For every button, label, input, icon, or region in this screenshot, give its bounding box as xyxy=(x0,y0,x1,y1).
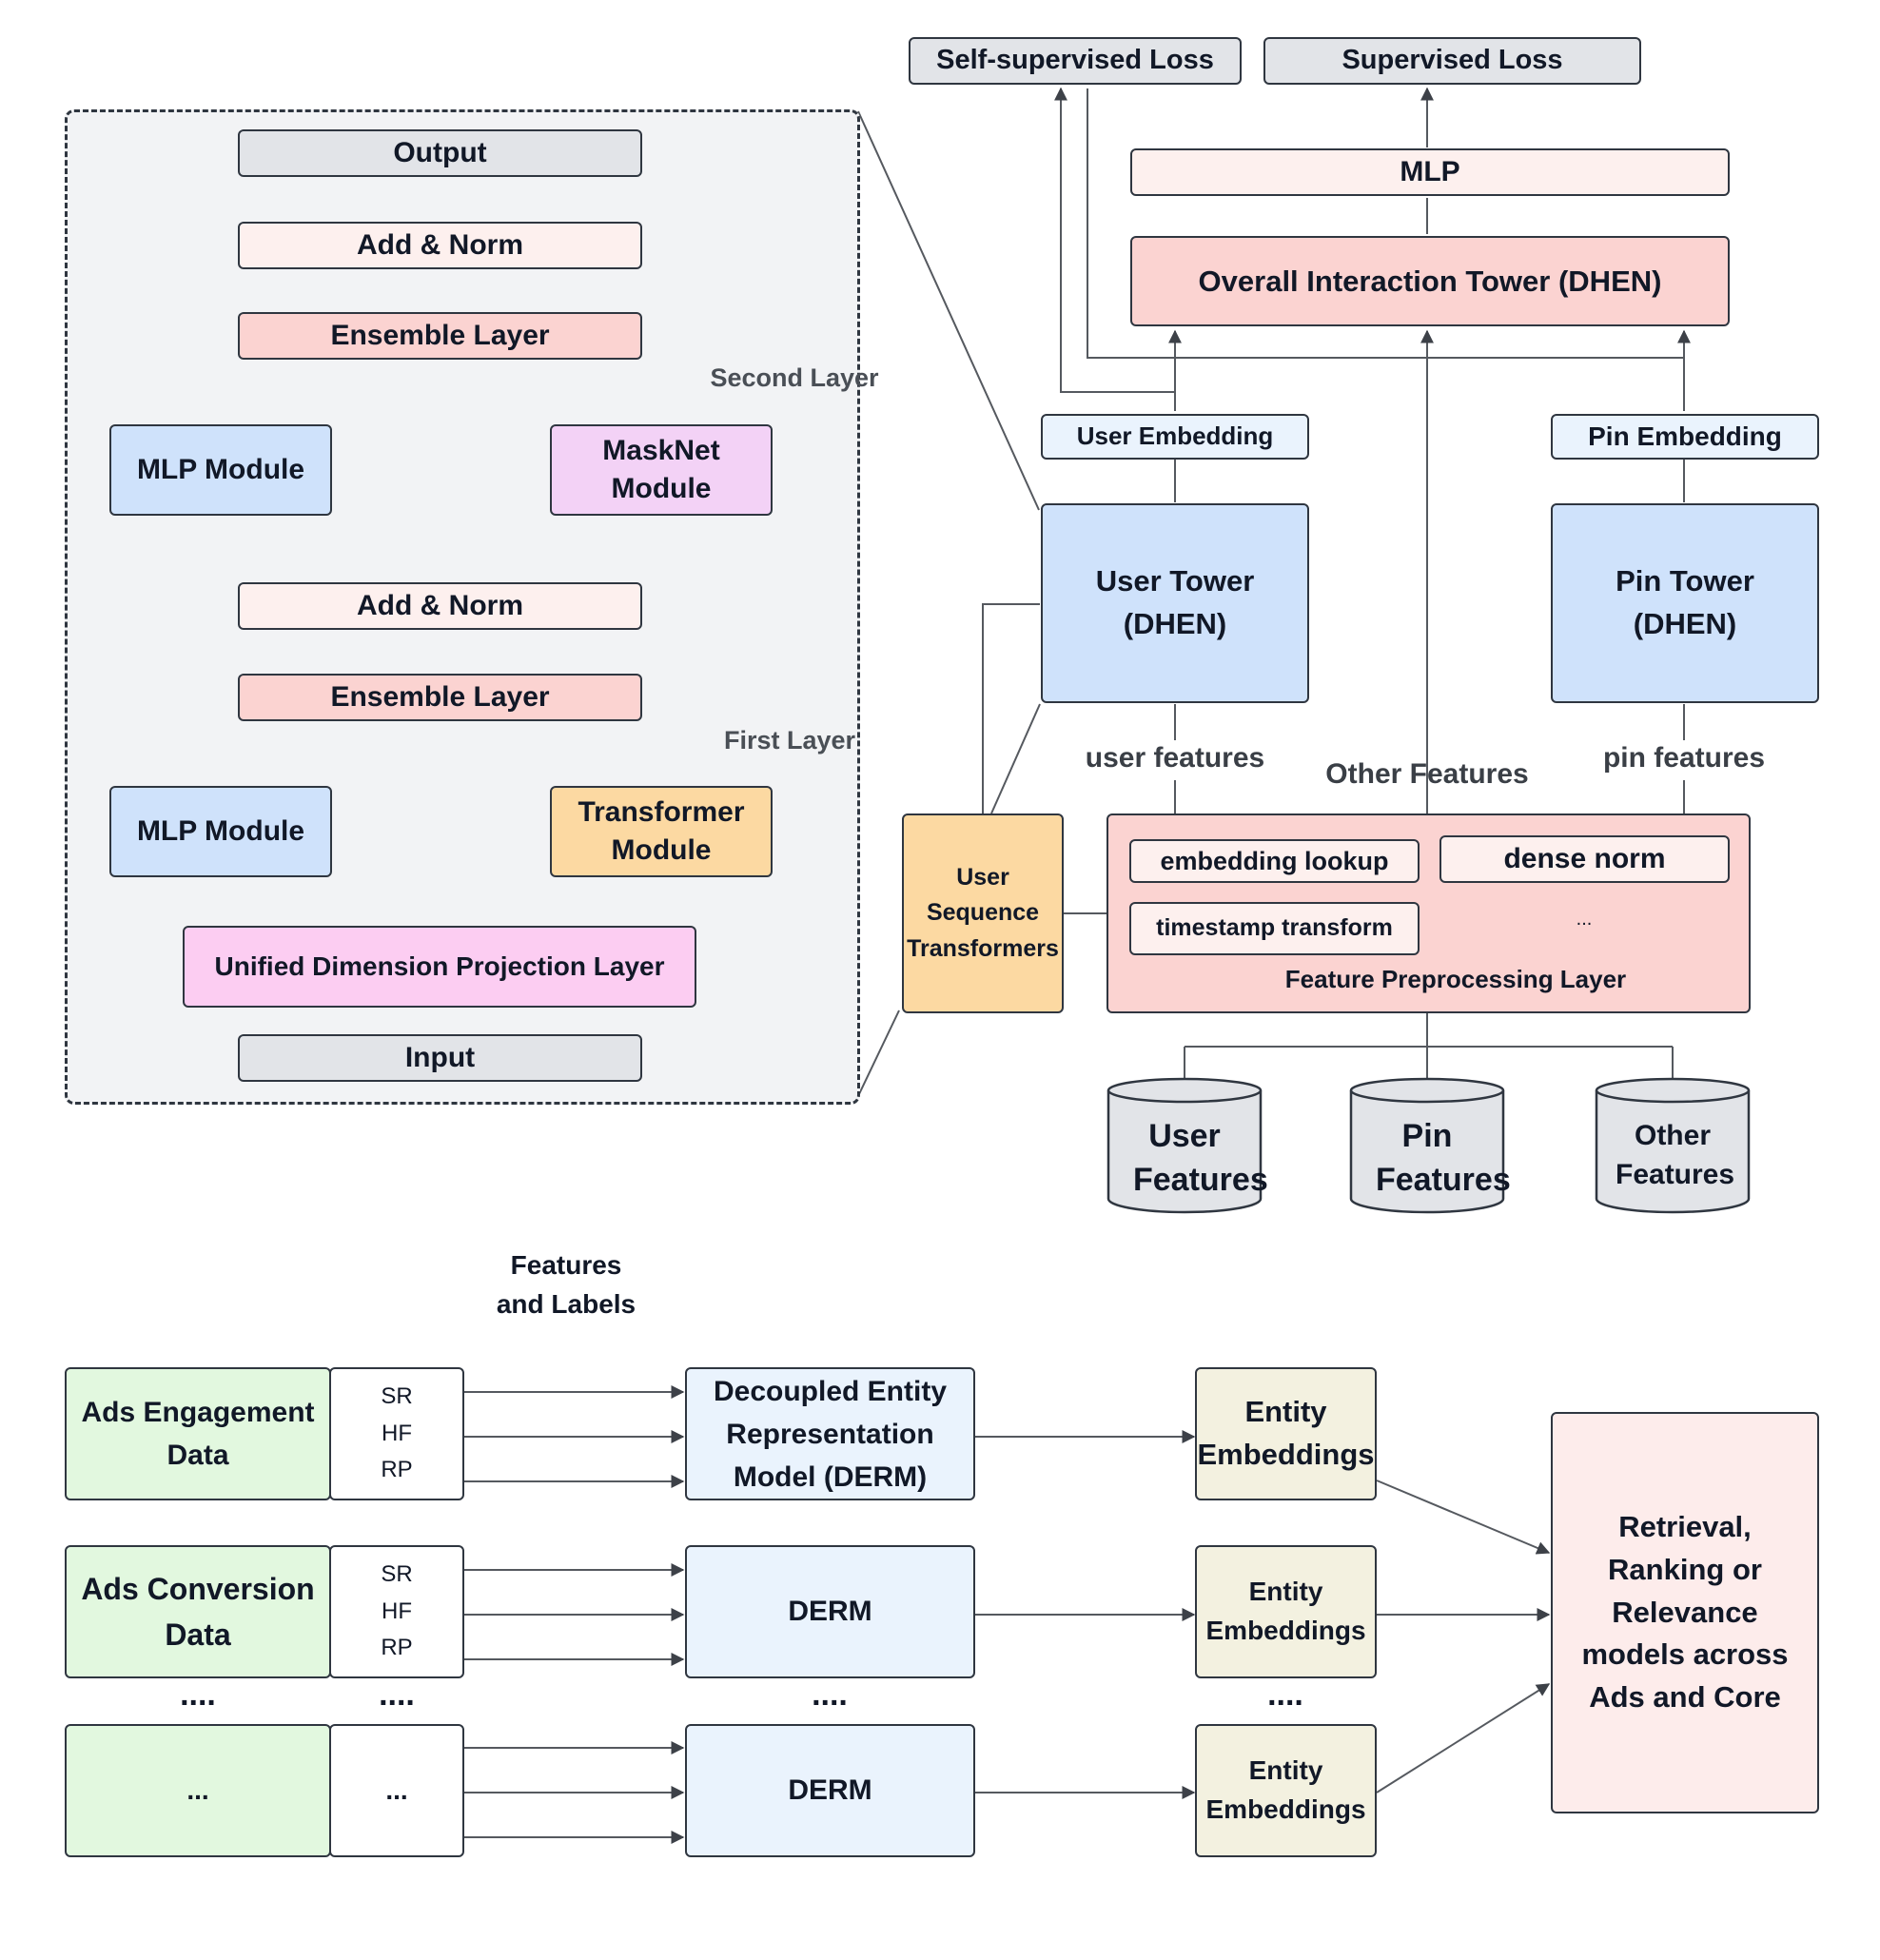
database-icon xyxy=(1595,1077,1751,1214)
gap-dots-signals: .... xyxy=(379,1676,415,1713)
signal-rp: RP xyxy=(381,1635,413,1661)
gap-dots-embeddings: .... xyxy=(1267,1676,1303,1713)
supervised-loss: Supervised Loss xyxy=(1263,37,1641,85)
downstream-models: Retrieval, Ranking or Relevance models a… xyxy=(1551,1412,1819,1813)
self-supervised-loss: Self-supervised Loss xyxy=(909,37,1242,85)
unified-projection-layer: Unified Dimension Projection Layer xyxy=(183,926,696,1008)
source-ads-engagement: Ads Engagement Data xyxy=(65,1367,331,1500)
user-features-store: User Features xyxy=(1106,1077,1268,1214)
pin-features-store: Pin Features xyxy=(1349,1077,1511,1214)
mlp-module-bottom: MLP Module xyxy=(109,786,332,877)
signal-hf: HF xyxy=(382,1597,412,1624)
pin-embedding: Pin Embedding xyxy=(1551,414,1819,460)
mlp-box: MLP xyxy=(1130,148,1730,196)
signal-rp: RP xyxy=(381,1457,413,1483)
signal-sr: SR xyxy=(381,1561,413,1588)
pin-features-store-label: Pin Features xyxy=(1376,1118,1511,1198)
mlp-module-top: MLP Module xyxy=(109,424,332,516)
user-features-store-label: User Features xyxy=(1133,1118,1268,1198)
user-embedding: User Embedding xyxy=(1041,414,1309,460)
gap-dots-model: .... xyxy=(812,1676,848,1713)
signal-sr: SR xyxy=(381,1383,413,1410)
derm-model-1: DERM xyxy=(685,1545,975,1678)
entity-embeddings-2: Entity Embeddings xyxy=(1195,1724,1377,1857)
ensemble-layer-top: Ensemble Layer xyxy=(238,312,642,360)
user-sequence-transformers: User Sequence Transformers xyxy=(902,813,1064,1013)
entity-embeddings-0: Entity Embeddings xyxy=(1195,1367,1377,1500)
preprocessing-ellipsis: ... xyxy=(1576,909,1593,930)
pin-features-label: pin features xyxy=(1602,742,1766,774)
signals-row-2: ... xyxy=(329,1724,464,1857)
other-features-label: Other Features xyxy=(1325,758,1529,790)
dense-norm: dense norm xyxy=(1439,835,1730,883)
first-layer-label: First Layer xyxy=(723,726,856,755)
derm-model-2: DERM xyxy=(685,1724,975,1857)
user-tower: User Tower (DHEN) xyxy=(1041,503,1309,703)
masknet-module: MaskNet Module xyxy=(550,424,773,516)
other-features-store: Other Features xyxy=(1595,1077,1751,1214)
timestamp-transform: timestamp transform xyxy=(1129,902,1420,955)
embedding-lookup: embedding lookup xyxy=(1129,839,1420,883)
other-features-store-label: Other Features xyxy=(1616,1120,1735,1190)
add-norm-top: Add & Norm xyxy=(238,222,642,269)
signals-row-1: SR HF RP xyxy=(329,1545,464,1678)
gap-dots-source: .... xyxy=(180,1676,216,1713)
pin-tower: Pin Tower (DHEN) xyxy=(1551,503,1819,703)
output-box: Output xyxy=(238,129,642,177)
ensemble-layer-bottom: Ensemble Layer xyxy=(238,674,642,721)
source-ads-conversion: Ads Conversion Data xyxy=(65,1545,331,1678)
source-more: ... xyxy=(65,1724,331,1857)
features-and-labels-label: Features and Labels xyxy=(496,1250,636,1319)
database-icon xyxy=(1349,1077,1505,1214)
user-features-label: user features xyxy=(1085,742,1265,774)
transformer-module: Transformer Module xyxy=(550,786,773,877)
signals-row-0: SR HF RP xyxy=(329,1367,464,1500)
input-box: Input xyxy=(238,1034,642,1082)
entity-embeddings-1: Entity Embeddings xyxy=(1195,1545,1377,1678)
derm-model-0: Decoupled Entity Representation Model (D… xyxy=(685,1367,975,1500)
add-norm-bottom: Add & Norm xyxy=(238,582,642,630)
database-icon xyxy=(1106,1077,1263,1214)
overall-interaction-tower: Overall Interaction Tower (DHEN) xyxy=(1130,236,1730,326)
signal-hf: HF xyxy=(382,1420,412,1446)
second-layer-label: Second Layer xyxy=(710,363,879,392)
preprocessing-title: Feature Preprocessing Layer xyxy=(1284,965,1627,993)
